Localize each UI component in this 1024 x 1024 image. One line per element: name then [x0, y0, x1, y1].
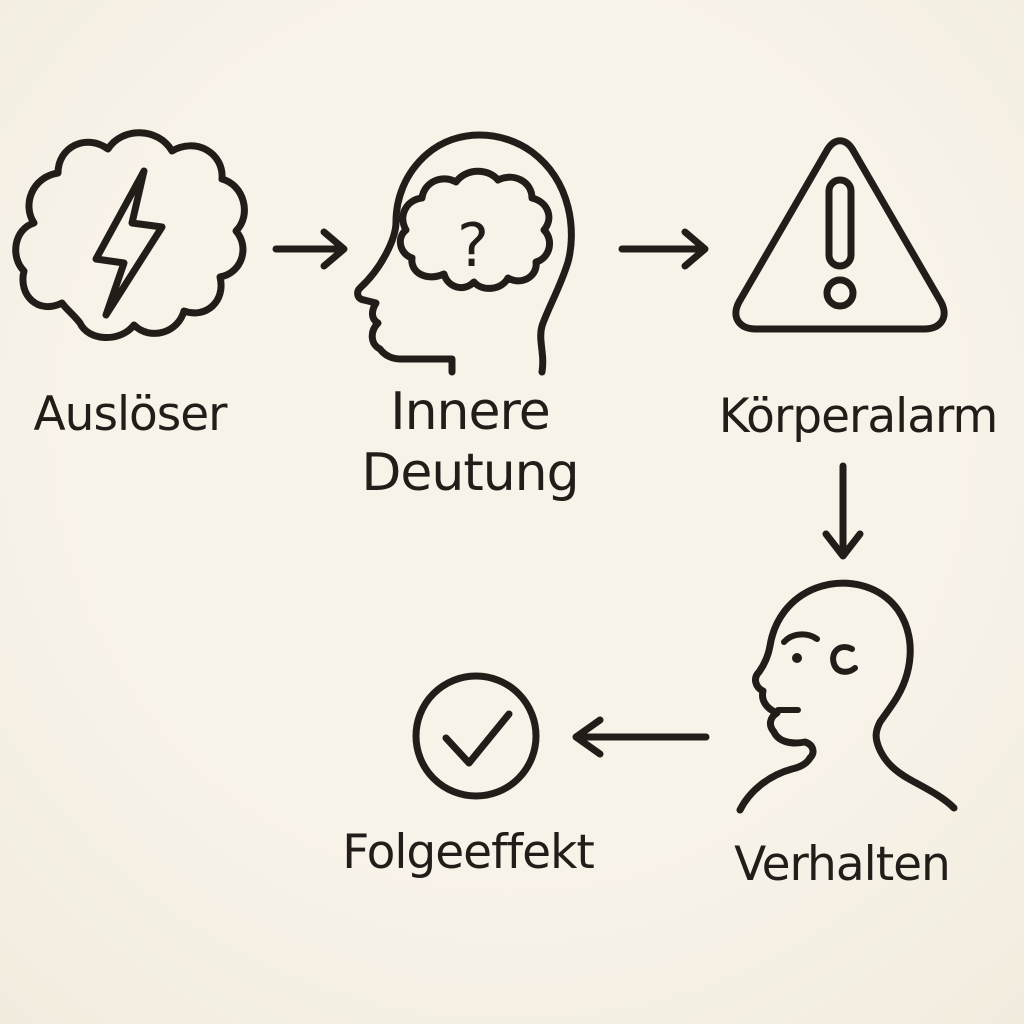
arrow-down-icon — [820, 462, 866, 562]
question-mark-glyph: ? — [457, 211, 489, 281]
storm-cloud-lightning-icon — [10, 123, 256, 355]
arrow-left-icon — [568, 712, 713, 762]
head-with-thought-cloud-icon: ? — [352, 122, 597, 387]
arrow-right-icon-2 — [618, 226, 713, 272]
node-label-verhalten: Verhalten — [734, 837, 951, 892]
node-label-folgeeffekt: Folgeeffekt — [342, 825, 595, 880]
node-label-innere-deutung: Innere Deutung — [340, 382, 600, 505]
arrow-right-icon-1 — [272, 226, 352, 272]
node-label-koerperalarm: Körperalarm — [718, 389, 999, 444]
node-label-innere-deutung-line1: Innere — [390, 382, 550, 442]
person-profile-icon — [728, 572, 960, 817]
node-label-innere-deutung-line2: Deutung — [361, 443, 579, 504]
check-circle-icon — [408, 668, 544, 804]
warning-triangle-icon — [725, 130, 955, 338]
node-label-ausloeser: Auslöser — [33, 387, 228, 442]
